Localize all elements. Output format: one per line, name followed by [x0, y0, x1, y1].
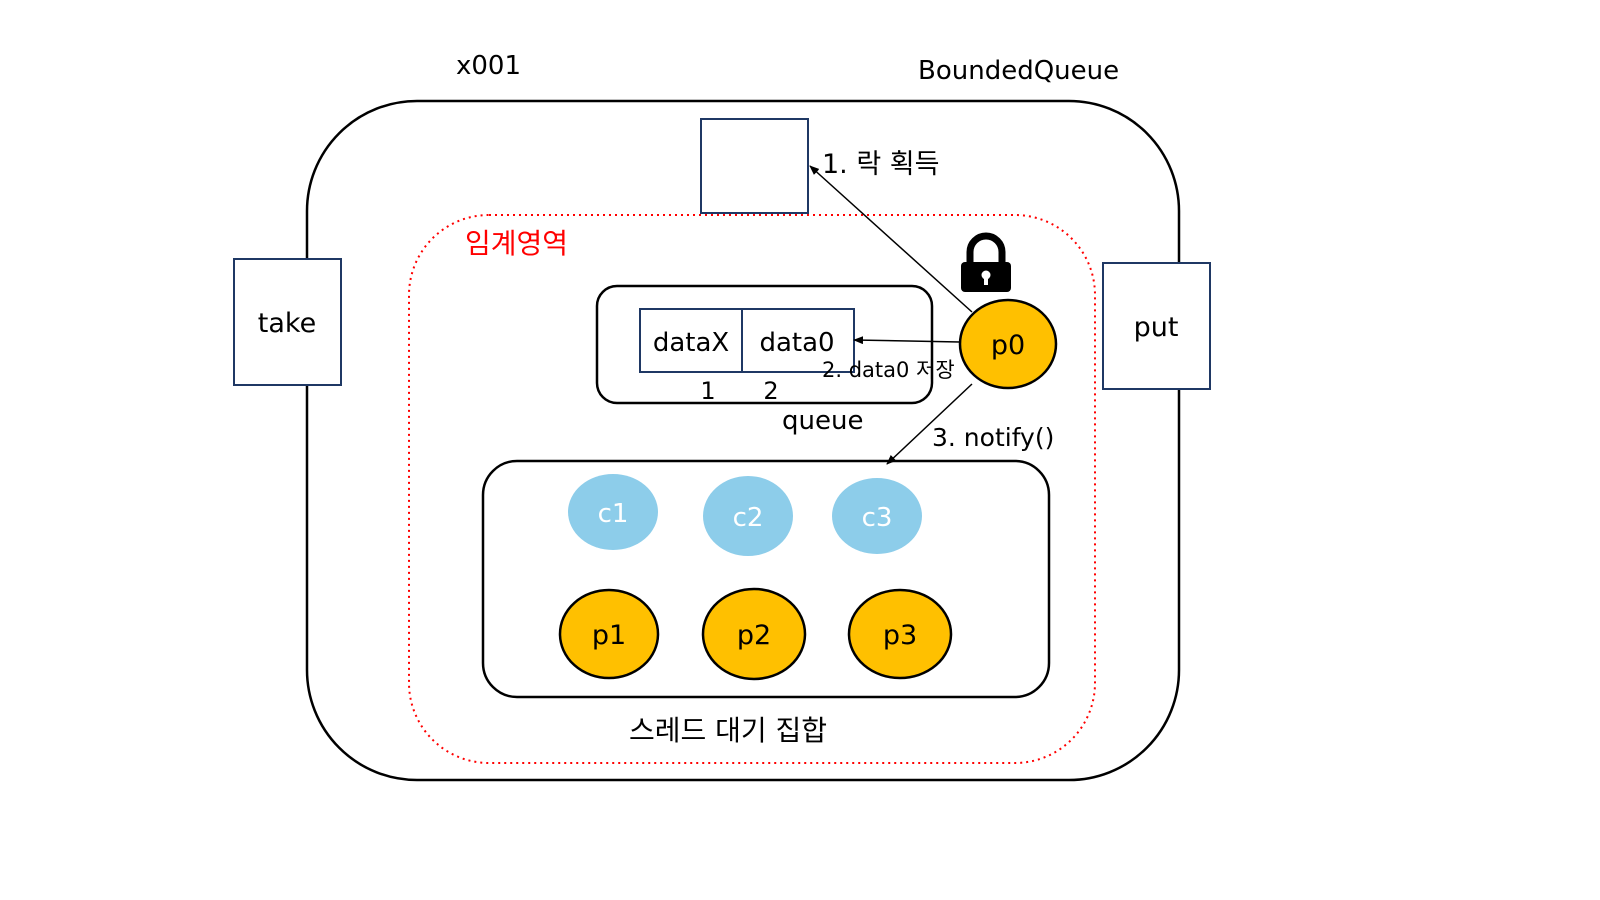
producer-thread-p2 — [701, 587, 807, 681]
put-method-box — [1102, 262, 1211, 390]
store-data-arrow — [853, 336, 961, 345]
queue-index-2: 2 — [763, 377, 778, 405]
notify-arrow — [886, 383, 973, 465]
step-notify-label: 3. notify() — [932, 423, 1054, 452]
consumer-thread-c2 — [703, 476, 793, 556]
producer-thread-p1-label: p1 — [592, 620, 626, 651]
consumer-thread-c1-label: c1 — [598, 499, 629, 529]
class-name-label: BoundedQueue — [918, 56, 1119, 86]
step-acquire-lock-label: 1. 락 획득 — [822, 149, 939, 180]
lock-icon — [961, 232, 1011, 292]
object-id-label: x001 — [456, 51, 521, 81]
acquire-lock-arrow — [809, 165, 973, 313]
take-method-box — [233, 258, 342, 386]
queue-slot-2-value: data0 — [759, 328, 834, 358]
queue-slot-1 — [639, 308, 743, 373]
critical-section-label: 임계영역 — [465, 227, 568, 260]
step-store-label: 2. data0 저장 — [822, 358, 955, 382]
producer-thread-p1 — [558, 588, 660, 680]
consumer-thread-c1 — [568, 474, 658, 550]
queue-label: queue — [782, 406, 863, 436]
producer-thread-p3-label: p3 — [883, 620, 917, 651]
producer-thread-p3 — [847, 588, 953, 680]
take-method-label: take — [258, 308, 316, 339]
monitor-lock-box — [700, 118, 809, 214]
consumer-thread-c3 — [832, 478, 922, 554]
thread-p0-label: p0 — [991, 330, 1025, 361]
thread-p0 — [958, 298, 1058, 390]
queue-container — [595, 284, 934, 405]
bounded-queue-object — [305, 99, 1181, 782]
producer-thread-p2-label: p2 — [737, 620, 771, 651]
thread-wait-set-label: 스레드 대기 집합 — [629, 714, 827, 747]
put-method-label: put — [1134, 312, 1179, 343]
thread-wait-set — [481, 459, 1051, 699]
consumer-thread-c2-label: c2 — [733, 503, 764, 533]
consumer-thread-c3-label: c3 — [862, 503, 893, 533]
queue-slot-1-value: dataX — [653, 328, 729, 358]
queue-index-1: 1 — [700, 377, 715, 405]
critical-section — [408, 214, 1096, 764]
